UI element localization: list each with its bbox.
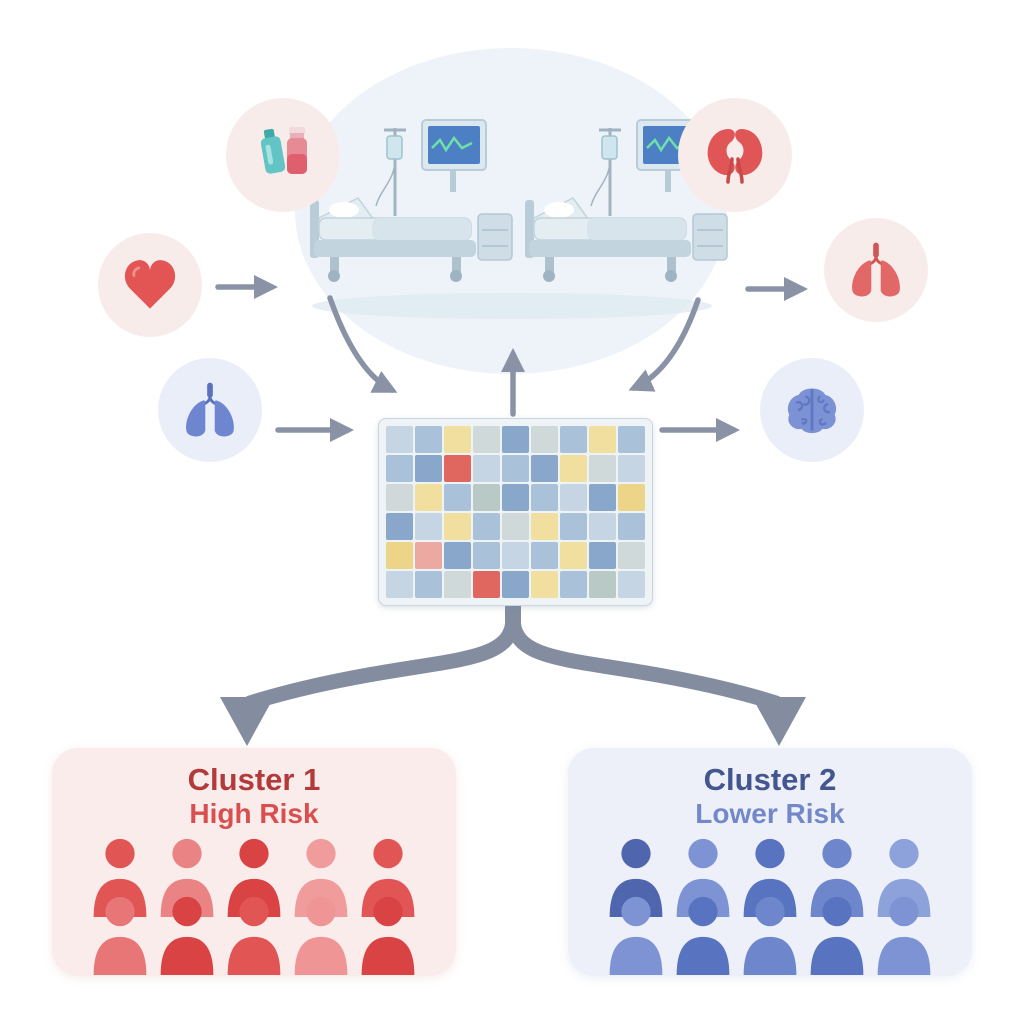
cluster-1-people	[88, 835, 420, 976]
medication-vials-icon	[226, 98, 340, 212]
heatmap-cell	[473, 513, 500, 540]
heatmap-cell	[415, 513, 442, 540]
iv-bag-icon	[601, 135, 618, 160]
heatmap-cell	[444, 542, 471, 569]
heatmap-cell	[560, 542, 587, 569]
heatmap-cell	[415, 571, 442, 598]
heatmap-cell	[560, 455, 587, 482]
cluster-2-title: Cluster 2	[703, 762, 837, 797]
bedside-cabinet	[692, 213, 728, 261]
heatmap-cell	[444, 455, 471, 482]
heatmap-cell	[473, 455, 500, 482]
heatmap-cell	[386, 455, 413, 482]
cluster-2-box: Cluster 2 Lower Risk	[568, 748, 972, 976]
heatmap-cell	[560, 571, 587, 598]
heatmap-cell	[386, 484, 413, 511]
heatmap-cell	[531, 513, 558, 540]
heatmap-cell	[415, 542, 442, 569]
heatmap-cell	[618, 426, 645, 453]
heatmap-cell	[444, 426, 471, 453]
people-row	[604, 893, 936, 976]
floor-shadow	[312, 293, 712, 319]
heatmap-cell	[415, 426, 442, 453]
icu-illustration	[310, 119, 728, 319]
heatmap-cell	[502, 455, 529, 482]
heatmap-cell	[473, 484, 500, 511]
person-icon	[805, 893, 869, 976]
person-icon	[604, 893, 668, 976]
person-icon	[671, 893, 735, 976]
person-icon	[222, 893, 286, 976]
heatmap-cell	[589, 513, 616, 540]
heatmap-cell	[531, 571, 558, 598]
heatmap-cell	[386, 542, 413, 569]
pillow	[329, 202, 359, 218]
pillow	[544, 202, 574, 218]
heatmap-cell	[502, 513, 529, 540]
person-icon	[88, 893, 152, 976]
patient-data-grid	[378, 418, 653, 606]
cluster-1-risk-label: High Risk	[189, 797, 319, 829]
heatmap-cell	[415, 455, 442, 482]
iv-bag-icon	[386, 135, 403, 160]
heatmap-cell	[386, 426, 413, 453]
people-row	[88, 893, 420, 976]
heatmap-cell	[444, 513, 471, 540]
person-icon	[356, 893, 420, 976]
heatmap-cell	[502, 571, 529, 598]
heatmap-cell	[473, 571, 500, 598]
heatmap-cell	[589, 426, 616, 453]
heatmap-cell	[618, 513, 645, 540]
person-icon	[289, 893, 353, 976]
heatmap-cell	[589, 542, 616, 569]
heatmap-cell	[502, 542, 529, 569]
heatmap-cell	[502, 426, 529, 453]
heatmap-cell	[444, 484, 471, 511]
kidneys-icon	[678, 98, 792, 212]
heatmap-cell	[589, 455, 616, 482]
heatmap-cell	[415, 484, 442, 511]
person-icon	[872, 893, 936, 976]
heatmap-cell	[560, 484, 587, 511]
heatmap-cell	[502, 484, 529, 511]
heatmap-cell	[531, 542, 558, 569]
heatmap-cell	[386, 571, 413, 598]
person-icon	[738, 893, 802, 976]
heatmap-cell	[560, 513, 587, 540]
brain-icon	[760, 358, 864, 462]
bedside-cabinet	[477, 213, 513, 261]
cluster-1-title: Cluster 1	[187, 762, 321, 797]
person-icon	[155, 893, 219, 976]
cluster-2-people	[604, 835, 936, 976]
heatmap-cell	[531, 484, 558, 511]
lungs-icon	[158, 358, 262, 462]
lungs-icon	[824, 218, 928, 322]
heatmap-cell	[531, 455, 558, 482]
cluster-2-risk-label: Lower Risk	[695, 797, 845, 829]
heart-icon	[98, 233, 202, 337]
branch-left	[242, 610, 521, 711]
heatmap-cell	[444, 571, 471, 598]
branch-right	[505, 610, 784, 711]
branch-right-arrowhead	[752, 697, 806, 746]
heatmap-cell	[473, 542, 500, 569]
cluster-1-box: Cluster 1 High Risk	[52, 748, 456, 976]
heatmap-cell	[589, 484, 616, 511]
heatmap-cell	[618, 542, 645, 569]
heatmap-cell	[589, 571, 616, 598]
heatmap-cell	[618, 571, 645, 598]
heatmap-cell	[386, 513, 413, 540]
heatmap-cell	[560, 426, 587, 453]
heatmap-cell	[618, 484, 645, 511]
heatmap-cell	[618, 455, 645, 482]
heatmap-cell	[473, 426, 500, 453]
heatmap-cell	[531, 426, 558, 453]
branch-left-arrowhead	[220, 697, 274, 746]
icu-bed-unit	[310, 119, 513, 282]
